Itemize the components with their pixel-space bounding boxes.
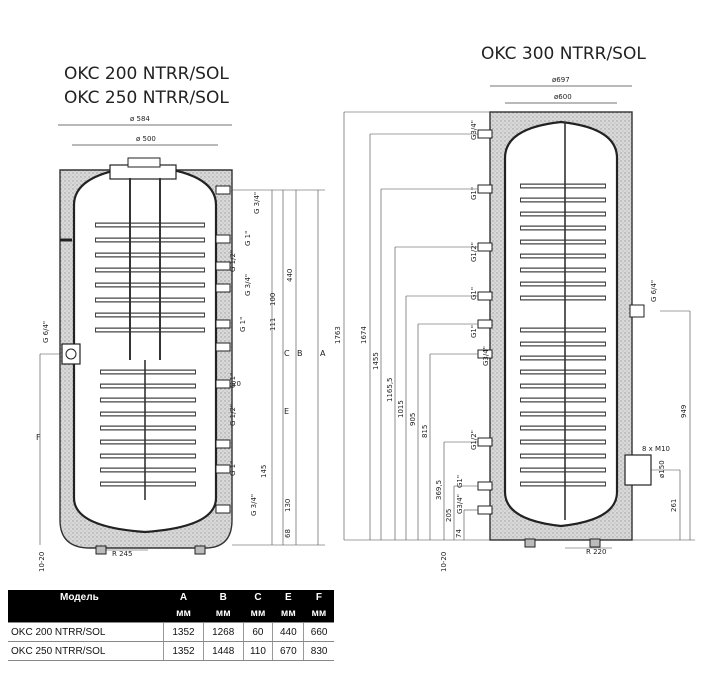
left-radius-label: R 245	[112, 550, 132, 558]
table-cell-b: 1268	[202, 622, 244, 642]
table-cell-c: 60	[242, 622, 273, 642]
table-cell-a: 1352	[163, 641, 204, 661]
left-dim-A: A	[320, 349, 326, 358]
left-g34-bot-label: G 3/4"	[250, 494, 258, 516]
right-side-flange	[624, 454, 652, 486]
table-unit-f: мм	[303, 605, 334, 623]
right-height-1015: 1015	[397, 400, 405, 418]
table-cell-c: 110	[242, 641, 273, 661]
left-title-line1: OKC 200 NTRR/SOL	[64, 64, 229, 84]
table-header-f: F	[303, 590, 334, 605]
left-dim-68: 68	[284, 529, 292, 538]
right-title: OKC 300 NTRR/SOL	[481, 44, 646, 64]
table-row: OKC 200 NTRR/SOL 1352 1268 60 440 660	[8, 622, 334, 642]
left-outer-diameter-label: ø 584	[130, 115, 150, 123]
left-dim-C: C	[284, 349, 290, 358]
right-flange-diameter-label: ø150	[658, 460, 666, 478]
table-cell-f: 830	[303, 641, 334, 661]
right-g1-b-label: G1"	[470, 287, 478, 300]
right-height-949: 949	[680, 405, 688, 418]
table-cell-a: 1352	[163, 622, 204, 642]
table-header-model: Модель	[8, 590, 164, 605]
left-dim-111: 111	[269, 318, 277, 331]
right-g1-d-label: G1"	[456, 475, 464, 488]
right-g64-label: G 6/4"	[650, 280, 658, 302]
table-header-c: C	[243, 590, 273, 605]
left-g1-a-label: G 1"	[244, 231, 252, 246]
right-g34-mid-label: G3/4"	[482, 346, 490, 366]
left-dim-440: 440	[286, 269, 294, 282]
right-height-261: 261	[670, 499, 678, 512]
right-height-1674: 1674	[360, 326, 368, 344]
right-height-74: 74	[455, 529, 463, 538]
right-outer-diameter-label: ø697	[552, 76, 570, 84]
right-radius-label: R 220	[586, 548, 606, 556]
left-tank-drawing: ø 584 ø 500	[36, 115, 326, 572]
left-g1-c-label: G 1"	[229, 373, 237, 388]
left-g1-d-label: G 1"	[229, 461, 237, 476]
left-g1-b-label: G 1"	[239, 317, 247, 332]
left-g12-b-label: G 1/2"	[229, 404, 237, 426]
right-g1-c-label: G1"	[470, 325, 478, 338]
table-unit-b: мм	[203, 605, 244, 623]
left-g34-top-label: G 3/4"	[253, 192, 261, 214]
table-cell-model: OKC 250 NTRR/SOL	[8, 641, 164, 661]
right-g1-a-label: G1"	[470, 187, 478, 200]
table-cell-e: 670	[272, 641, 304, 661]
table-cell-f: 660	[303, 622, 334, 642]
table-unit-e: мм	[272, 605, 304, 623]
left-inner-diameter-label: ø 500	[136, 135, 156, 143]
left-g64-label: G 6/4"	[42, 321, 50, 343]
left-dim-130: 130	[284, 499, 292, 512]
left-g34-mid-label: G 3/4"	[244, 274, 252, 296]
right-height-1165: 1165,5	[386, 378, 394, 403]
left-side-flange	[61, 343, 81, 365]
dimensions-table: Модель A B C E F мм мм мм мм мм OKC 200 …	[8, 590, 334, 661]
left-dim-100: 100	[269, 293, 277, 306]
table-cell-model: OKC 200 NTRR/SOL	[8, 622, 164, 642]
table-unit-a: мм	[163, 605, 204, 623]
left-dim-E: E	[284, 407, 289, 416]
right-inner-diameter-label: ø600	[554, 93, 572, 101]
table-cell-b: 1448	[202, 641, 244, 661]
right-steel-vessel	[503, 120, 619, 528]
right-feet-label: 10-20	[440, 552, 448, 572]
table-row: OKC 250 NTRR/SOL 1352 1448 110 670 830	[8, 641, 334, 661]
left-dim-B: B	[297, 349, 303, 358]
right-g64-connection	[629, 304, 645, 318]
right-tank-drawing: ø697 ø600	[334, 76, 695, 572]
right-flange-bolts-label: 8 x M10	[642, 445, 670, 453]
right-height-815: 815	[421, 425, 429, 438]
left-feet-label: 10-20	[38, 552, 46, 572]
right-height-905: 905	[409, 413, 417, 426]
right-height-205: 205	[445, 509, 453, 522]
table-unit-c: мм	[243, 605, 273, 623]
table-cell-e: 440	[272, 622, 304, 642]
table-unit-model	[8, 605, 164, 623]
right-g34-bot-label: G3/4"	[456, 494, 464, 514]
left-g12-a-label: G 1/2"	[229, 250, 237, 272]
table-header-row: Модель A B C E F	[8, 590, 334, 605]
table-header-a: A	[163, 590, 204, 605]
right-g12-a-label: G1/2"	[470, 242, 478, 262]
left-dim-20: 20	[232, 380, 241, 388]
table-header-e: E	[272, 590, 304, 605]
right-g34-top-label: G3/4"	[470, 120, 478, 140]
right-height-1455: 1455	[372, 352, 380, 370]
right-height-1763: 1763	[334, 326, 342, 344]
left-dim-145: 145	[260, 465, 268, 478]
left-title-line2: OKC 250 NTRR/SOL	[64, 88, 229, 108]
right-g12-b-label: G1/2"	[470, 430, 478, 450]
right-height-369: 369,5	[435, 480, 443, 500]
left-dim-F: F	[36, 433, 41, 442]
table-header-b: B	[203, 590, 244, 605]
table-units-row: мм мм мм мм мм	[8, 605, 334, 623]
